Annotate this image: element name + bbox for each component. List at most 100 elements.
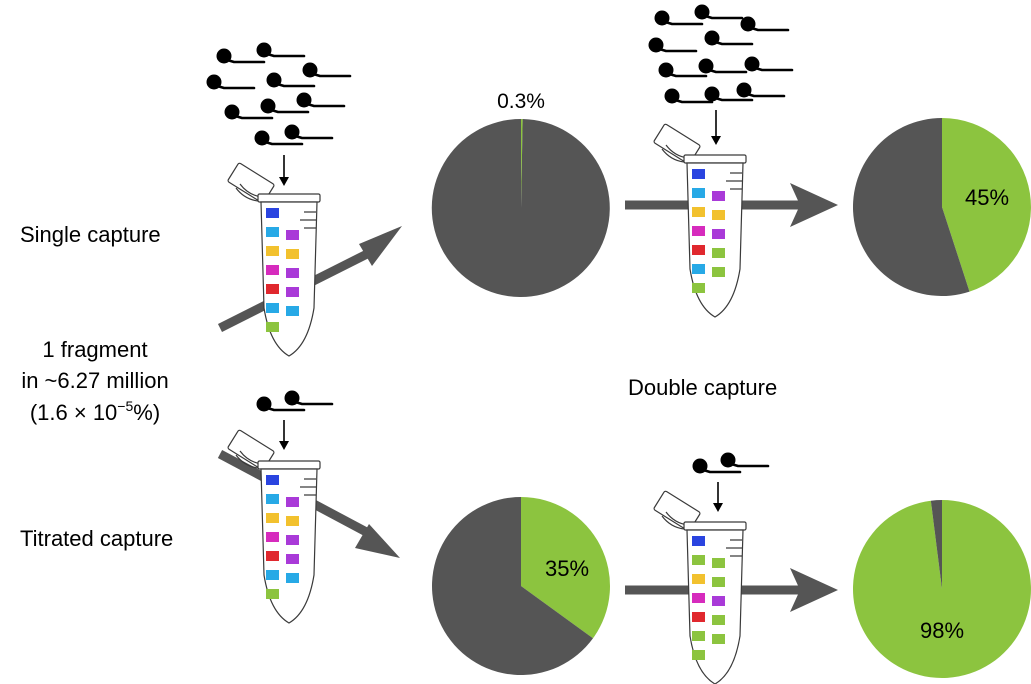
fragment-block [266, 208, 279, 218]
probe-icon [736, 82, 786, 98]
fragment-block [286, 535, 299, 545]
probe-icon [224, 104, 274, 120]
pie-slice-other [431, 497, 593, 676]
probe-icon [658, 62, 708, 78]
tube-body [686, 162, 744, 318]
tube-titrated [227, 429, 321, 624]
fragment-block [692, 650, 705, 660]
pie-chart-titrated-double [852, 500, 1031, 678]
arrow-down-icon [279, 155, 289, 186]
probe-icon [740, 16, 790, 32]
probe-icon [256, 396, 306, 412]
tube-rim [257, 193, 321, 203]
tube-body [260, 468, 318, 624]
arrow-down-icon [279, 420, 289, 450]
arrow-down-icon [711, 110, 721, 145]
tube-body [686, 529, 744, 684]
fragment-block [286, 573, 299, 583]
probe-icon [206, 74, 256, 90]
fragment-block [266, 532, 279, 542]
fragment-block [692, 574, 705, 584]
fragment-label-line1: 1 fragment [42, 337, 147, 362]
fragment-label-line3: (1.6 × 10−5%) [30, 398, 160, 425]
fragment-block [692, 188, 705, 198]
probe-icon [692, 458, 742, 474]
pie-slice-target [942, 118, 1031, 292]
fragment-block [712, 191, 725, 201]
pie-chart-titrated [431, 497, 610, 676]
tube-rim [683, 521, 747, 531]
fragment-block [266, 284, 279, 294]
fragment-block [266, 475, 279, 485]
probe-icon [266, 72, 316, 88]
fragment-block [266, 513, 279, 523]
pie-slice-other [852, 118, 970, 297]
tube-body [260, 201, 318, 357]
probe-icon [254, 130, 304, 146]
pie-label-45: 45% [965, 185, 1009, 210]
fragment-block [266, 265, 279, 275]
pie-slice-target [521, 497, 610, 639]
fragment-block [286, 268, 299, 278]
fragment-block [286, 306, 299, 316]
fragment-block [712, 596, 725, 606]
fragment-block [266, 570, 279, 580]
fragment-block [712, 615, 725, 625]
fragment-block [286, 554, 299, 564]
tube-rim [257, 460, 321, 470]
fragment-block [692, 555, 705, 565]
fragment-block [266, 322, 279, 332]
probe-icon [648, 37, 698, 53]
fragment-block [692, 612, 705, 622]
fragment-block [692, 226, 705, 236]
pie-label-98: 98% [920, 618, 964, 643]
probe-icon [694, 4, 744, 20]
probe-icon [698, 58, 748, 74]
pie-chart-single [431, 118, 610, 297]
probe-icon [704, 30, 754, 46]
fragment-block [712, 558, 725, 568]
probe-icon [704, 86, 754, 102]
probe-icon [720, 452, 770, 468]
fragment-block [266, 551, 279, 561]
fragment-block [692, 536, 705, 546]
fragment-block [712, 248, 725, 258]
fragment-block [286, 516, 299, 526]
pie-slice-target [852, 500, 1031, 678]
fragment-block [266, 303, 279, 313]
fragment-block [692, 264, 705, 274]
double-capture-label: Double capture [628, 375, 777, 400]
fragment-block [286, 249, 299, 259]
fragment-block [692, 631, 705, 641]
fragment-block [692, 207, 705, 217]
fragment-block [712, 267, 725, 277]
probe-icon [256, 42, 306, 58]
pie-label-0-3: 0.3% [497, 90, 545, 113]
fragment-block [266, 589, 279, 599]
probe-icon [296, 92, 346, 108]
pie-slice-other [930, 500, 942, 589]
probe-icon [216, 48, 266, 64]
single-capture-label: Single capture [20, 222, 161, 247]
fragment-block [286, 497, 299, 507]
fragment-block [266, 246, 279, 256]
fragment-block [712, 229, 725, 239]
tube-single [227, 162, 321, 357]
fragment-frac-post: %) [133, 400, 160, 425]
tube-rim [683, 154, 747, 164]
probe-icon [744, 56, 794, 72]
pie-chart-single-double [852, 118, 1031, 297]
fragment-block [286, 230, 299, 240]
probe-icon [284, 390, 334, 406]
pie-slice-other [431, 118, 610, 297]
fragment-block [692, 283, 705, 293]
probe-icon [284, 124, 334, 140]
probe-icon [302, 62, 352, 78]
fragment-frac-pre: (1.6 × 10 [30, 400, 117, 425]
probe-icon [654, 10, 704, 26]
fragment-block [266, 494, 279, 504]
fragment-block [712, 577, 725, 587]
fragment-block [286, 287, 299, 297]
fragment-block [712, 210, 725, 220]
